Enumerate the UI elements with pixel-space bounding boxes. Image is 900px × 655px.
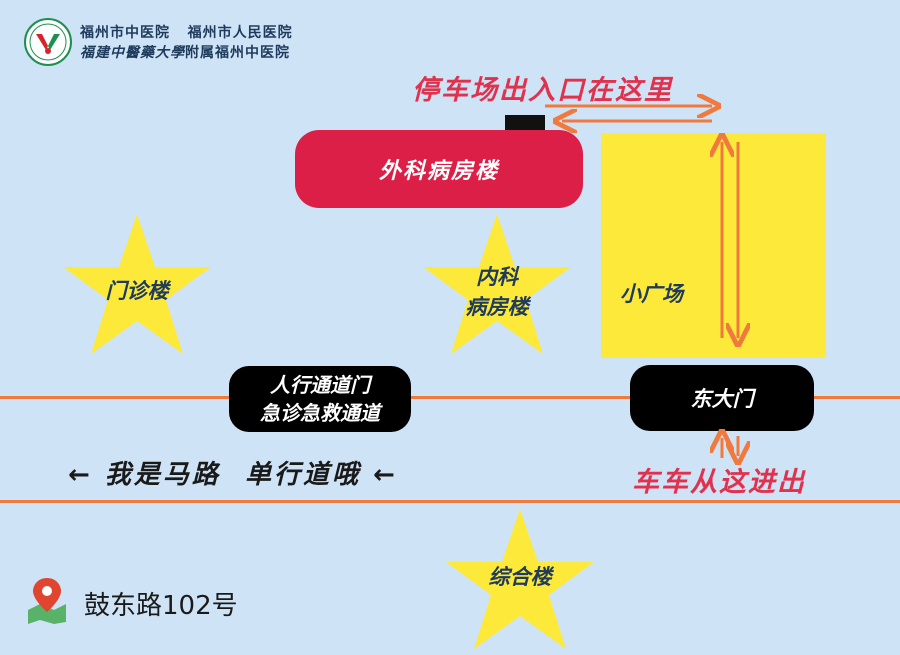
road-edge-top — [0, 396, 900, 399]
internal-medicine-building-label: 内科 病房楼 — [417, 262, 577, 322]
address-text: 鼓东路102号 — [84, 591, 238, 621]
east-gate: 东大门 — [630, 365, 814, 431]
pedestrian-emergency-gate: 人行通道门 急诊急救通道 — [229, 366, 411, 432]
parking-gate-marker — [505, 115, 545, 131]
vehicle-entrance-label: 车车从这进出 — [632, 467, 806, 498]
internal-medicine-label-line-2: 病房楼 — [465, 295, 529, 319]
plaza-area — [601, 133, 826, 358]
parking-entrance-label: 停车场出入口在这里 — [412, 75, 673, 106]
internal-medicine-label-line-1: 内科 — [476, 265, 518, 289]
general-building-star-icon — [440, 505, 600, 655]
location-pin-icon — [24, 574, 70, 624]
left-arrow-icon: ← — [373, 460, 398, 490]
hospital-name-line-2: 福建中醫藥大學附属福州中医院 — [80, 45, 290, 61]
hospital-logo-icon — [24, 18, 72, 66]
hospital-name-line-1: 福州市中医院 福州市人民医院 — [80, 25, 293, 41]
surgery-ward-building: 外科病房楼 — [295, 130, 583, 208]
one-way-road-label: ← 我是马路 单行道哦 ← — [68, 460, 398, 490]
left-arrow-icon: ← — [68, 460, 93, 490]
road-edge-bottom — [0, 500, 900, 503]
emergency-channel-label: 急诊急救通道 — [260, 401, 380, 425]
internal-medicine-star-icon — [417, 210, 577, 360]
outpatient-star-icon — [57, 210, 217, 360]
pedestrian-gate-label: 人行通道门 — [270, 373, 370, 397]
plaza-label: 小广场 — [620, 282, 683, 306]
outpatient-building-label: 门诊楼 — [105, 279, 169, 303]
general-building-label: 综合楼 — [488, 565, 552, 589]
